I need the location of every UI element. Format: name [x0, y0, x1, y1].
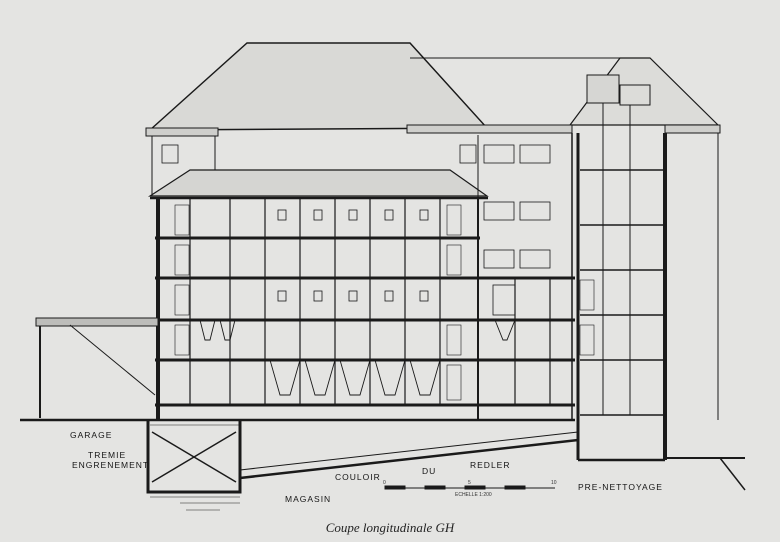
graphic-scale: [384, 485, 555, 490]
scale-tick-5: 5: [468, 480, 471, 486]
scale-tick-10: 10: [551, 480, 557, 486]
label-du: DU: [422, 466, 437, 476]
redler-ramp: [239, 438, 580, 480]
basement-outline: [146, 420, 242, 494]
label-redler: REDLER: [470, 460, 511, 470]
label-garage: GARAGE: [70, 430, 113, 440]
label-pre-nettoyage: PRE-NETTOYAGE: [578, 482, 663, 492]
drawing-caption: Coupe longitudinale GH: [325, 520, 455, 535]
scale-title: ECHELLE 1:200: [455, 492, 492, 498]
label-tremie: TREMIE: [88, 450, 127, 460]
label-magasin: MAGASIN: [285, 494, 332, 504]
label-couloir: COULOIR: [335, 472, 381, 482]
scale-tick-0: 0: [383, 480, 386, 486]
lower-roof: [147, 169, 489, 197]
main-roof: [148, 42, 489, 131]
label-engrenement: ENGRENEMENT: [72, 460, 150, 470]
